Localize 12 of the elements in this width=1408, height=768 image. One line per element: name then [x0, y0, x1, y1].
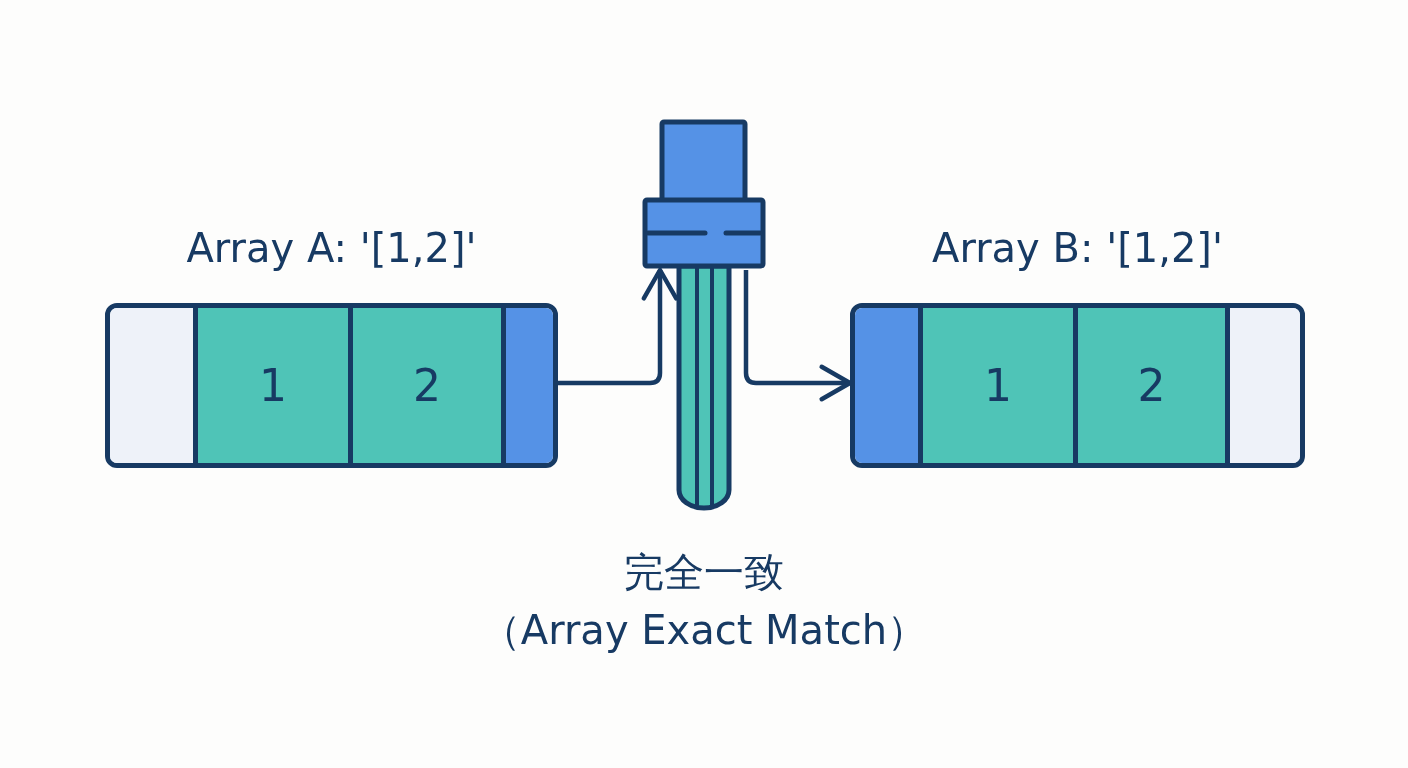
empty-cell	[1225, 308, 1300, 463]
empty-cell	[501, 308, 553, 463]
array-cell: 1	[918, 308, 1073, 463]
empty-cell	[855, 308, 918, 463]
empty-cell	[110, 308, 193, 463]
array-label: Array A: '[1,2]'	[185, 225, 478, 271]
array-cell: 2	[348, 308, 501, 463]
array-cell: 1	[193, 308, 348, 463]
caption-text: （Array Exact Match）	[479, 606, 929, 655]
array-label: Array B: '[1,2]'	[931, 225, 1224, 271]
caption-text: 完全一致	[623, 548, 785, 597]
array-cell: 2	[1073, 308, 1225, 463]
